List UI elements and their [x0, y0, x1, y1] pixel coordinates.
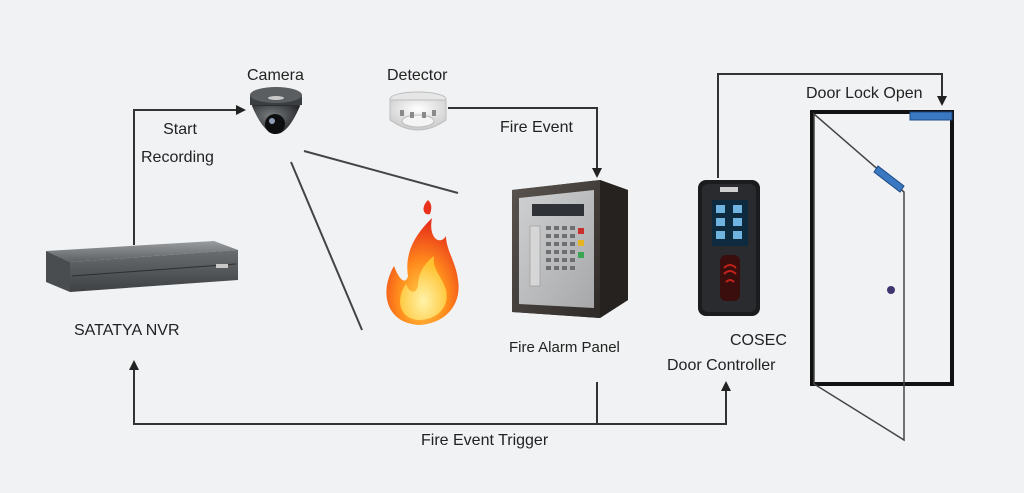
fire-alarm-panel-image: [512, 180, 628, 318]
start-recording-label-line1: Start: [163, 121, 197, 138]
door-lock-open-label: Door Lock Open: [806, 85, 923, 102]
controller-to-door-connector: [717, 73, 947, 178]
fire-event-label: Fire Event: [500, 119, 573, 136]
door-image: [810, 110, 954, 442]
cosec-door-controller-image: [698, 180, 760, 316]
detector-label: Detector: [387, 67, 448, 84]
camera-view-lines: [290, 150, 459, 331]
dome-camera-image: [250, 87, 302, 134]
door-controller-label: Door Controller: [667, 357, 776, 374]
smoke-detector-image: [389, 91, 447, 131]
camera-label: Camera: [247, 67, 304, 84]
nvr-device-image: [46, 241, 238, 292]
fire-flame-icon: [386, 200, 459, 325]
fire-event-trigger-label: Fire Event Trigger: [421, 432, 549, 449]
fire-alarm-panel-label: Fire Alarm Panel: [509, 339, 620, 356]
cosec-label: COSEC: [730, 332, 787, 349]
satatya-nvr-label: SATATYA NVR: [74, 322, 180, 339]
door-lock-bolt: [873, 165, 905, 193]
detector-to-panel-connector: [448, 107, 602, 178]
nvr-to-camera-connector: [133, 105, 246, 245]
door-handle: [887, 286, 895, 294]
fire-event-trigger-connector: [129, 360, 731, 425]
start-recording-label-line2: Recording: [141, 149, 214, 166]
door-lock-strike: [909, 111, 953, 121]
